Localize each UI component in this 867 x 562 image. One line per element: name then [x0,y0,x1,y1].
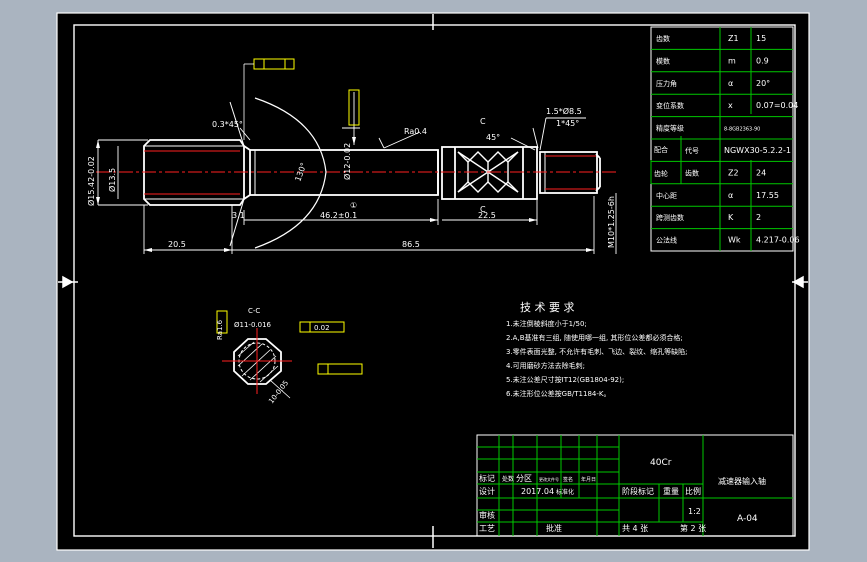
param-symbol: α [728,79,733,88]
thread-lines [144,150,596,195]
param-symbol: Z2 [728,168,739,177]
section-hatch [237,341,279,383]
tech-title: 技 术 要 求 [520,301,575,314]
dim-len2: 46.2±0.1 [320,211,357,220]
section-tol: 0.02 [314,324,330,332]
param-name: 压力角 [656,79,677,88]
param-symbol: Wk [728,236,741,245]
dim-chamfer1: 0.3*45° [212,120,243,129]
param-name: 公法线 [656,236,677,245]
param-symbol: m [728,56,736,65]
tech-item: 6.未注形位公差按GB/T1184-K。 [506,389,610,398]
scale-value: 1:2 [688,507,701,516]
param-value: 24 [756,168,766,177]
section-dia: Ø11-0.016 [234,321,272,329]
hdr-sign: 签名 [563,476,573,483]
param-value: 4.217-0.06 [756,236,800,245]
hdr-count: 处数 [502,475,514,483]
section-center [222,328,292,394]
section-title: C-C [248,307,260,315]
design-date: 2017.04 [521,487,554,496]
dim-thread: M10*1.25-6h [607,196,616,248]
tech-requirements: 技 术 要 求 1.未注倒棱斜度小于1/50; 2.A,B基准有三组, 随使用哪一… [506,301,688,398]
material: 40Cr [650,458,672,468]
weight-label: 重量 [663,486,679,496]
dim-len1: 20.5 [168,240,186,249]
hdr-mark: 标记 [479,473,495,483]
cut-label-top: C [480,117,486,126]
dim-len5: 3.1 [232,211,245,220]
tech-item: 3.零件表面光整, 不允许有毛刺、飞边、裂纹、缩孔等缺陷; [506,347,688,356]
section-view [233,338,282,385]
dim-chamfer3: 1*45° [556,119,579,128]
craft-label: 工艺 [479,524,495,533]
param-value: 0.07=0.04 [756,101,798,110]
param-symbol: α [728,191,733,200]
param-name: 中心距 [656,191,677,200]
dim-chamfer2: 1.5*Ø8.5 [546,106,582,116]
part-name: 减速器输入轴 [718,476,766,486]
stage-label: 阶段标记 [622,486,654,496]
tech-item: 5.未注公差尺寸按IT12(GB1804-92); [506,375,624,384]
param-group-gear: 齿轮 [654,169,668,178]
dimension-lines [97,92,617,254]
param-name: 精度等级 [656,124,684,133]
tolerance-frames [216,58,363,375]
inner-frame [73,24,796,537]
param-name: 模数 [656,56,670,65]
param-value: 20° [756,79,770,88]
tech-item: 2.A,B基准有三组, 随使用哪一组, 其形位公差都必须合格; [506,333,683,342]
drawing-no: A-04 [737,514,758,524]
param-value: NGWX30-5.2.2-1 [724,146,791,155]
hdr-zone: 分区 [516,474,532,483]
param-value: 0.9 [756,56,769,65]
tech-item: 1.未注倒棱斜度小于1/50; [506,319,587,328]
dim-cent: Ø12-0.02 [342,143,352,180]
dim-ra: Ra0.4 [404,127,427,136]
param-value: 8-8GB2363-90 [724,127,760,133]
hdr-doc: 更改文件号 [539,476,559,482]
param-name: 变位系数 [656,101,684,110]
param-symbol: x [728,101,733,110]
param-name: 齿数 [685,168,699,177]
angle-arc [254,97,327,249]
param-value: 15 [756,34,766,43]
approve-label: 批准 [546,523,562,533]
param-value: 17.55 [756,191,779,200]
hdr-date: 年月日 [581,476,596,483]
param-value: 2 [756,213,761,222]
review-label: 审核 [479,510,495,520]
dim-len4: 86.5 [402,240,420,249]
param-name: 代号 [685,146,699,155]
sheet-total: 共 4 张 [622,524,648,533]
dim-circ: ① [350,201,357,210]
param-symbol: Z1 [728,34,739,43]
centering-marks [58,14,808,548]
tech-item: 4.可用磨砂方法去除毛刺; [506,361,585,370]
param-symbol: K [728,213,734,222]
tech-items: 1.未注倒棱斜度小于1/50; 2.A,B基准有三组, 随使用哪一组, 其形位公差… [506,319,688,398]
param-group-fit: 配合 [654,145,668,154]
param-name: 跨测齿数 [656,213,684,222]
angle-line-top [229,101,245,147]
sheet-number: 第 2 张 [680,523,706,533]
section-ra: Ra1.6 [216,319,224,340]
title-block [476,434,794,537]
param-rows: 齿数 Z1 15 模数 m 0.9 压力角 α 20° 变位系数 x 0.07=0.04 精度等级 8-8… [651,34,800,245]
cut-label-bottom: C [480,205,486,214]
dim-len3: 22.5 [478,211,496,220]
param-name: 齿数 [656,34,670,43]
dim-d1: Ø15.42-0.02 [86,156,96,206]
design-label: 设计 [479,486,495,496]
drawing-sheet [56,12,810,551]
dim-d2: Ø13.5 [107,168,117,192]
section-leader [269,379,291,399]
arrow-heads [96,137,594,252]
std-label: 标准化 [556,488,574,496]
dim-angle2: 45° [486,133,500,142]
ratio-label: 比例 [685,486,701,496]
